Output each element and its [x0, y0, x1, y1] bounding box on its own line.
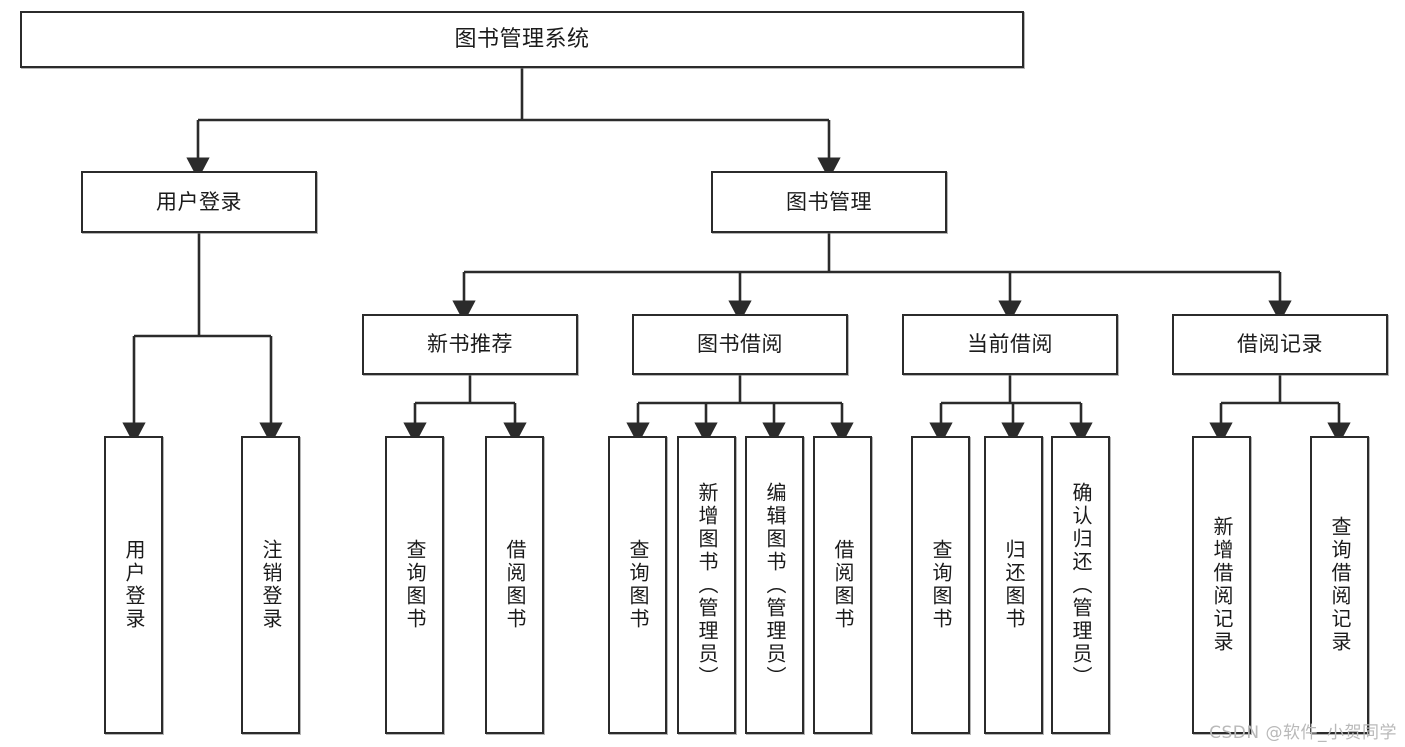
node-root[interactable]: 图书管理系统: [20, 11, 1024, 68]
node-leaf-add-book[interactable]: 新增图书（管理员）: [677, 436, 736, 734]
node-label-borrow-record: 借阅记录: [1237, 332, 1323, 357]
node-leaf-query-book-3[interactable]: 查询图书: [911, 436, 970, 734]
node-book-borrow[interactable]: 图书借阅: [632, 314, 848, 375]
node-leaf-return-book[interactable]: 归还图书: [984, 436, 1043, 734]
edge-bookmanage-to-level2: [452, 233, 1292, 323]
node-label-leaf-query-book-2: 查询图书: [626, 539, 650, 631]
node-label-leaf-return-book: 归还图书: [1002, 539, 1026, 631]
node-label-leaf-borrow-book-2: 借阅图书: [831, 539, 855, 631]
node-user-login[interactable]: 用户登录: [81, 171, 317, 233]
node-book-manage[interactable]: 图书管理: [711, 171, 947, 233]
node-leaf-query-book-2[interactable]: 查询图书: [608, 436, 667, 734]
edge-newbook-to-leaves: [403, 375, 527, 445]
node-borrow-record[interactable]: 借阅记录: [1172, 314, 1388, 375]
edge-root-to-level1: [186, 68, 841, 180]
node-label-leaf-borrow-book-1: 借阅图书: [503, 539, 527, 631]
node-label-book-borrow: 图书借阅: [697, 332, 783, 357]
node-leaf-borrow-book-1[interactable]: 借阅图书: [485, 436, 544, 734]
node-leaf-edit-book[interactable]: 编辑图书（管理员）: [745, 436, 804, 734]
watermark: CSDN @软件_小贺同学: [1209, 723, 1397, 743]
edge-bookborrow-to-leaves: [626, 375, 854, 445]
node-label-leaf-query-record: 查询借阅记录: [1328, 516, 1352, 654]
node-label-new-book-rec: 新书推荐: [427, 332, 513, 357]
node-new-book-rec[interactable]: 新书推荐: [362, 314, 578, 375]
node-label-leaf-add-book: 新增图书（管理员）: [695, 481, 719, 689]
node-leaf-confirm-ret[interactable]: 确认归还（管理员）: [1051, 436, 1110, 734]
node-leaf-user-login[interactable]: 用户登录: [104, 436, 163, 734]
node-leaf-query-book-1[interactable]: 查询图书: [385, 436, 444, 734]
node-label-leaf-add-record: 新增借阅记录: [1210, 516, 1234, 654]
node-current-borrow[interactable]: 当前借阅: [902, 314, 1118, 375]
node-label-leaf-query-book-1: 查询图书: [403, 539, 427, 631]
node-leaf-borrow-book-2[interactable]: 借阅图书: [813, 436, 872, 734]
node-leaf-query-record[interactable]: 查询借阅记录: [1310, 436, 1369, 734]
node-label-leaf-user-logout: 注销登录: [259, 539, 283, 631]
edge-borrowrecord-to-leaves: [1209, 375, 1351, 445]
node-label-leaf-confirm-ret: 确认归还（管理员）: [1069, 481, 1093, 689]
node-label-leaf-user-login: 用户登录: [122, 539, 146, 631]
node-label-root: 图书管理系统: [454, 26, 590, 52]
edge-currentborrow-to-leaves: [929, 375, 1093, 445]
node-leaf-user-logout[interactable]: 注销登录: [241, 436, 300, 734]
node-leaf-add-record[interactable]: 新增借阅记录: [1192, 436, 1251, 734]
node-label-book-manage: 图书管理: [786, 189, 872, 214]
node-label-current-borrow: 当前借阅: [967, 332, 1053, 357]
node-label-leaf-query-book-3: 查询图书: [929, 539, 953, 631]
node-label-leaf-edit-book: 编辑图书（管理员）: [763, 481, 787, 689]
node-label-user-login: 用户登录: [156, 189, 242, 214]
edge-userlogin-to-leaves: [122, 233, 283, 445]
